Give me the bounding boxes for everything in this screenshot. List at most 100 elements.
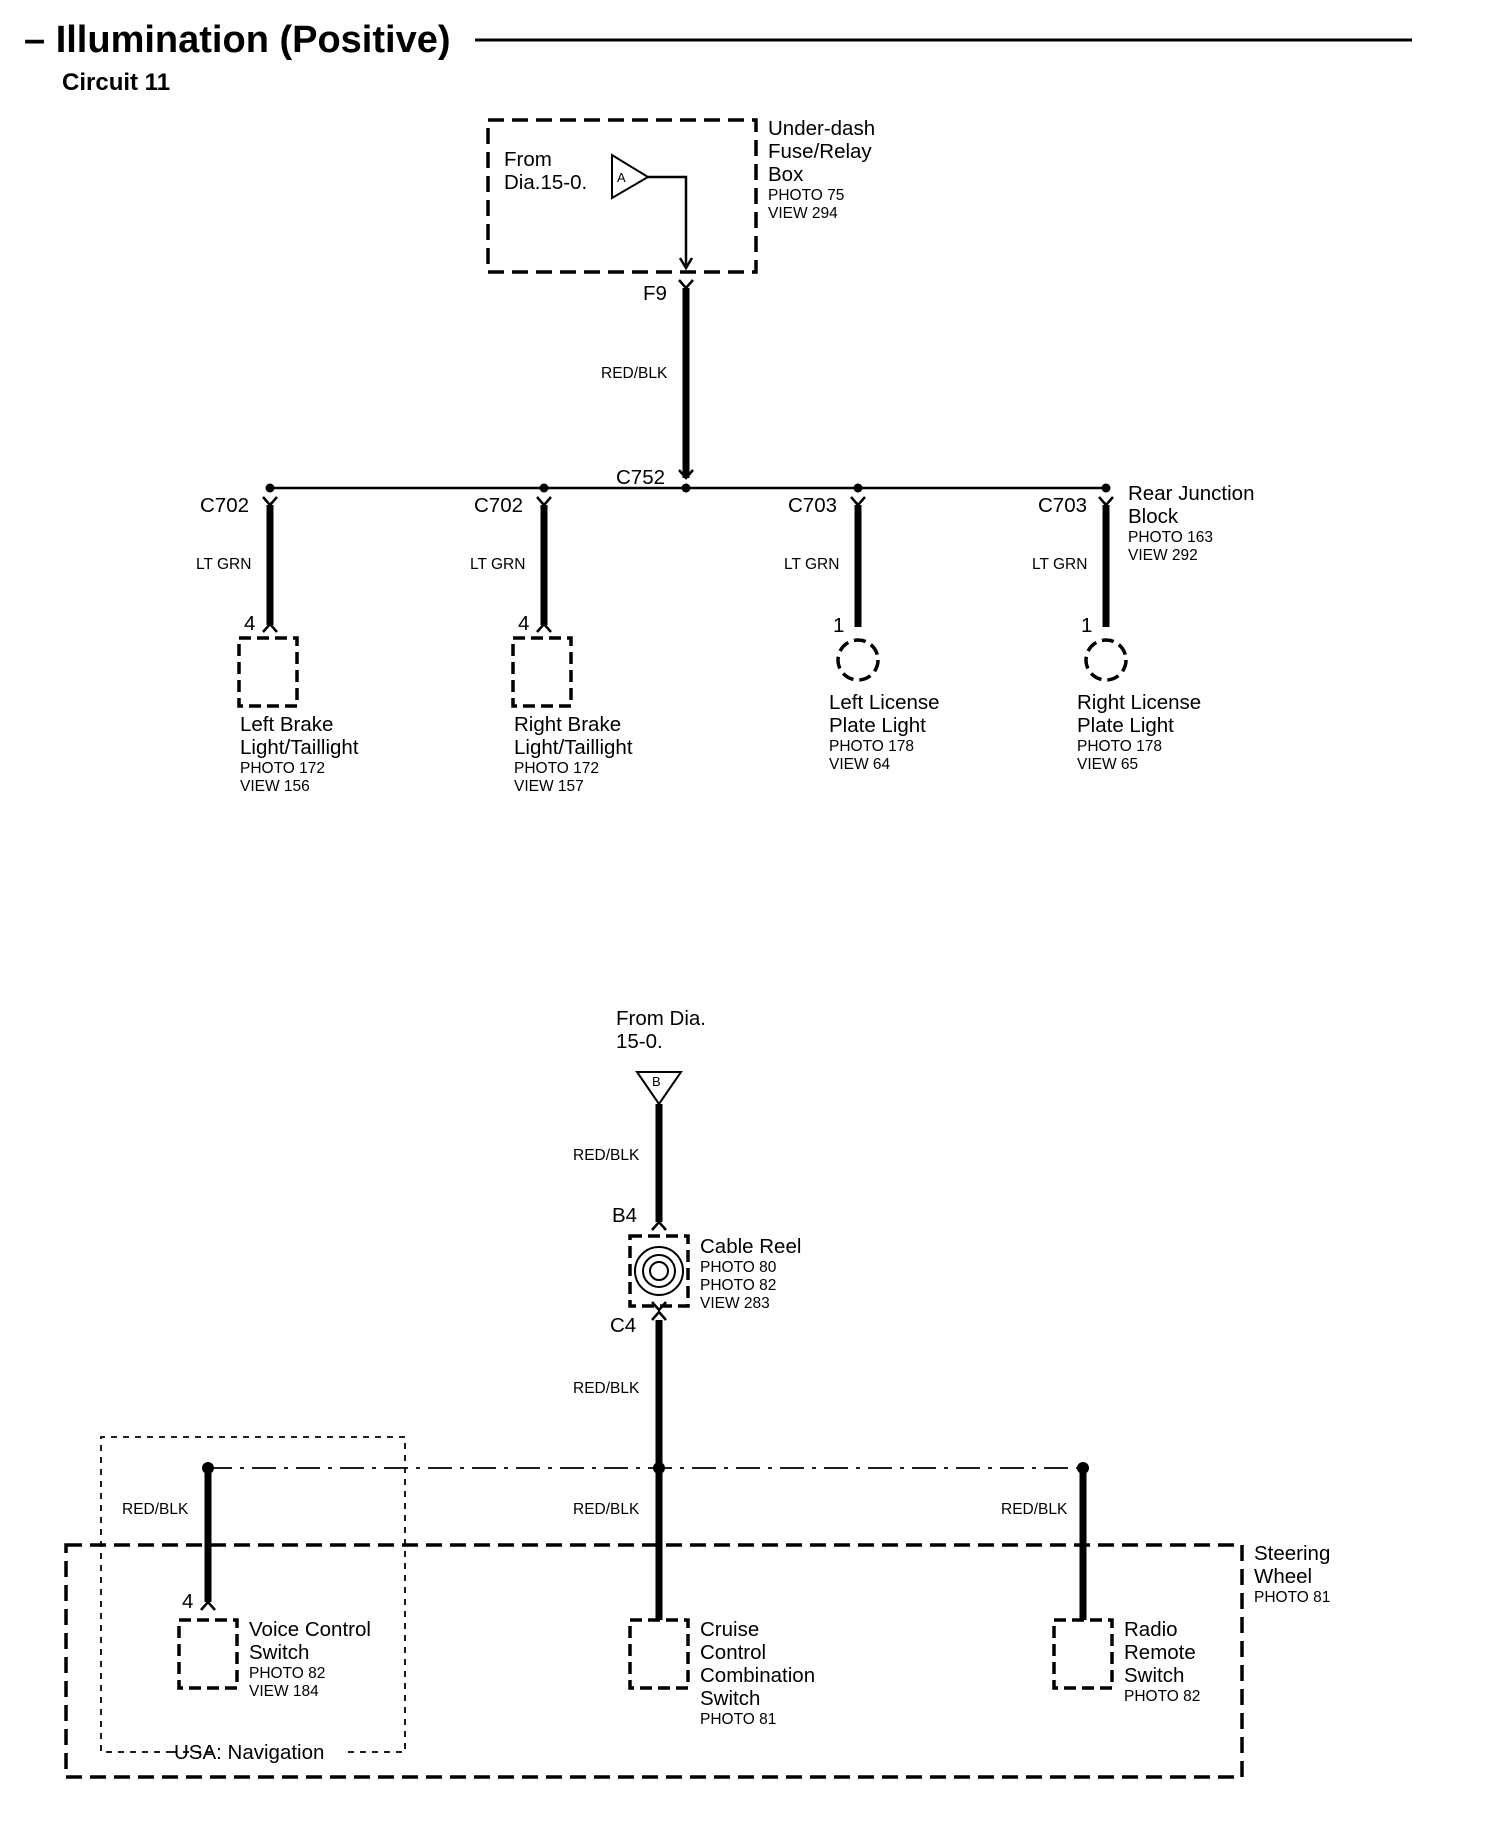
cable-reel-coil-mid xyxy=(642,1254,676,1288)
nav-region-label: USA: Navigation xyxy=(174,1741,324,1764)
load-view: VIEW 157 xyxy=(514,778,584,795)
switch-wire-color: RED/BLK xyxy=(573,1501,640,1518)
load-name-line1: Left Brake xyxy=(240,713,333,736)
fuse-box-outline xyxy=(486,118,758,274)
load-right-license-light: C703 LT GRN 1 Right License Plate Light … xyxy=(1032,483,1201,773)
steering-wheel-name-line2: Wheel xyxy=(1254,1565,1312,1588)
branch-wire-color: LT GRN xyxy=(1032,556,1087,573)
cable-reel-coil-outer xyxy=(634,1246,684,1296)
load-name-line2: Light/Taillight xyxy=(240,736,359,759)
bulb-icon xyxy=(1084,638,1128,682)
cable-reel: B4 Cable Reel PHOTO 80 PHOTO 82 VIEW 283… xyxy=(573,1204,801,1468)
terminal-b4: B4 xyxy=(612,1204,637,1227)
pin-connector-icon xyxy=(200,1600,216,1611)
switch-name-line3: Combination xyxy=(700,1664,815,1687)
connector-icon xyxy=(1098,496,1114,507)
switch-radio-remote: RED/BLK Radio Remote Switch PHOTO 82 xyxy=(1001,1468,1200,1705)
branch-wire-color: LT GRN xyxy=(784,556,839,573)
load-view: VIEW 65 xyxy=(1077,756,1138,773)
connector-icon xyxy=(850,496,866,507)
switch-wire-color: RED/BLK xyxy=(1001,1501,1068,1518)
load-box xyxy=(237,636,299,708)
pin-label: 4 xyxy=(244,612,255,635)
pin-label: 1 xyxy=(833,614,844,637)
pin-connector-icon xyxy=(262,622,278,633)
connector-label: C702 xyxy=(200,494,249,517)
load-name-line2: Plate Light xyxy=(829,714,926,737)
bottom-from-line1: From Dia. xyxy=(616,1007,706,1030)
connector-label: C702 xyxy=(474,494,523,517)
pin-label: 1 xyxy=(1081,614,1092,637)
terminal-c4: C4 xyxy=(610,1314,636,1337)
load-photo: PHOTO 172 xyxy=(240,760,325,777)
cable-reel-box xyxy=(628,1234,690,1308)
switch-box xyxy=(177,1618,239,1690)
rear-junction-name-line1: Rear Junction xyxy=(1128,482,1254,505)
source-triangle-a-icon xyxy=(611,153,650,200)
steering-wheel-region: Steering Wheel PHOTO 81 xyxy=(64,1542,1330,1779)
pin-label: 4 xyxy=(182,1590,193,1613)
load-view: VIEW 64 xyxy=(829,756,891,773)
c4-connector-icon xyxy=(651,1310,667,1321)
cable-reel-photo-2: PHOTO 82 xyxy=(700,1277,776,1294)
reel-out-wire-color: RED/BLK xyxy=(573,1380,640,1397)
switch-photo: PHOTO 82 xyxy=(1124,1688,1200,1705)
load-left-license-light: C703 LT GRN 1 Left License Plate Light P… xyxy=(784,483,940,773)
load-name-line2: Light/Taillight xyxy=(514,736,633,759)
connector-icon xyxy=(536,496,552,507)
fuse-box-name-line2: Fuse/Relay xyxy=(768,140,872,163)
load-box xyxy=(511,636,573,708)
switch-name-line2: Switch xyxy=(249,1641,309,1664)
branch-dot xyxy=(853,483,863,493)
rear-junction-block: Rear Junction Block PHOTO 163 VIEW 292 xyxy=(1128,482,1254,564)
feed-wire-color: RED/BLK xyxy=(601,365,668,382)
circuit-label: Circuit 11 xyxy=(62,69,170,96)
load-name-line1: Right Brake xyxy=(514,713,621,736)
fuse-box-name-line3: Box xyxy=(768,163,804,186)
source-triangle-a-label: A xyxy=(617,170,626,185)
cable-reel-name: Cable Reel xyxy=(700,1235,801,1258)
fuse-box-from-line1: From xyxy=(504,148,552,171)
branch-wire-color: LT GRN xyxy=(470,556,525,573)
navigation-region: USA: Navigation xyxy=(100,1436,406,1764)
switch-name-line3: Switch xyxy=(1124,1664,1184,1687)
rear-junction-name-line2: Block xyxy=(1128,505,1179,528)
fuse-box-view: VIEW 294 xyxy=(768,205,838,222)
load-photo: PHOTO 178 xyxy=(1077,738,1162,755)
f9-connector-icon xyxy=(678,279,694,290)
source-triangle-b-icon xyxy=(635,1071,683,1106)
connector-label: C703 xyxy=(1038,494,1087,517)
bottom-source: From Dia. 15-0. B RED/BLK xyxy=(573,1007,706,1222)
cable-reel-view: VIEW 283 xyxy=(700,1295,770,1312)
fuse-internal-arrow-icon xyxy=(678,257,694,271)
switch-box xyxy=(1052,1618,1114,1690)
load-view: VIEW 156 xyxy=(240,778,310,795)
switch-name-line1: Radio xyxy=(1124,1618,1178,1641)
switch-voice-control: RED/BLK 4 Voice Control Switch PHOTO 82 … xyxy=(122,1468,371,1700)
fuse-box-photo: PHOTO 75 xyxy=(768,187,844,204)
load-left-brake-light: C702 LT GRN 4 Left Brake Light/Taillight… xyxy=(196,483,359,795)
source-triangle-b-label: B xyxy=(652,1074,661,1089)
fuse-relay-box: From Dia.15-0. A Under-dash Fuse/Relay B… xyxy=(486,117,875,274)
switch-cruise-control: RED/BLK Cruise Control Combination Switc… xyxy=(573,1468,815,1728)
switch-view: VIEW 184 xyxy=(249,1683,319,1700)
switch-name-line2: Control xyxy=(700,1641,766,1664)
switch-name-line1: Cruise xyxy=(700,1618,759,1641)
switch-photo: PHOTO 82 xyxy=(249,1665,325,1682)
connector-label: C703 xyxy=(788,494,837,517)
branch-wire-color: LT GRN xyxy=(196,556,251,573)
switch-photo: PHOTO 81 xyxy=(700,1711,776,1728)
bulb-icon xyxy=(836,638,880,682)
fuse-box-name-line1: Under-dash xyxy=(768,117,875,140)
fuse-box-from-line2: Dia.15-0. xyxy=(504,171,587,194)
bus-splice-dot xyxy=(681,483,691,493)
rear-junction-view: VIEW 292 xyxy=(1128,547,1198,564)
fuse-internal-wire xyxy=(648,175,688,265)
branch-dot xyxy=(1101,483,1111,493)
load-photo: PHOTO 178 xyxy=(829,738,914,755)
c752-connector-icon xyxy=(678,469,694,480)
cable-reel-coil-inner xyxy=(649,1261,669,1281)
steering-wheel-outline xyxy=(64,1543,1244,1779)
nav-region-outline xyxy=(100,1436,406,1753)
page-title: – Illumination (Positive) xyxy=(24,19,451,61)
